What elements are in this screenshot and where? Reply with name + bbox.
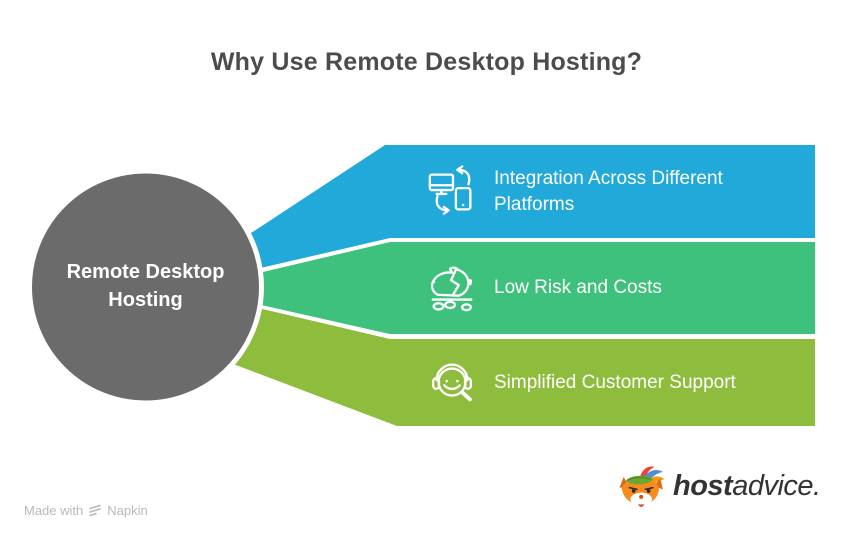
branch-ribbon-top (245, 145, 815, 270)
napkin-icon (88, 504, 102, 517)
brand-word-host: host (673, 469, 733, 502)
branch-label: Low Risk and Costs (494, 277, 662, 298)
branch-ribbon-middle (246, 242, 815, 334)
hub-circle (27, 168, 264, 406)
fox-mascot-icon (617, 462, 667, 510)
branch-label: Simplified Customer Support (494, 371, 736, 393)
branch-label: Integration Across Different Platforms (494, 167, 723, 215)
device-sync-icon (426, 164, 480, 219)
branch-support: Simplified Customer Support (426, 339, 736, 426)
branch-integration: Integration Across Different Platforms (426, 145, 784, 238)
headset-support-icon (426, 356, 480, 410)
made-with-attribution: Made with Napkin (24, 503, 148, 518)
brand-wordmark: hostadvice. (673, 470, 821, 503)
piggy-bank-icon (426, 261, 480, 315)
hub-label: Remote Desktop Hosting (66, 261, 225, 311)
branch-low-risk: Low Risk and Costs (426, 242, 662, 334)
brand-word-advice: advice. (732, 469, 821, 502)
made-with-text: Made with (24, 503, 84, 518)
page-title: Why Use Remote Desktop Hosting? (210, 48, 643, 76)
napkin-brand-text: Napkin (107, 503, 148, 518)
branch-ribbon-bottom (228, 306, 815, 426)
hostadvice-logo: hostadvice. (617, 462, 821, 510)
